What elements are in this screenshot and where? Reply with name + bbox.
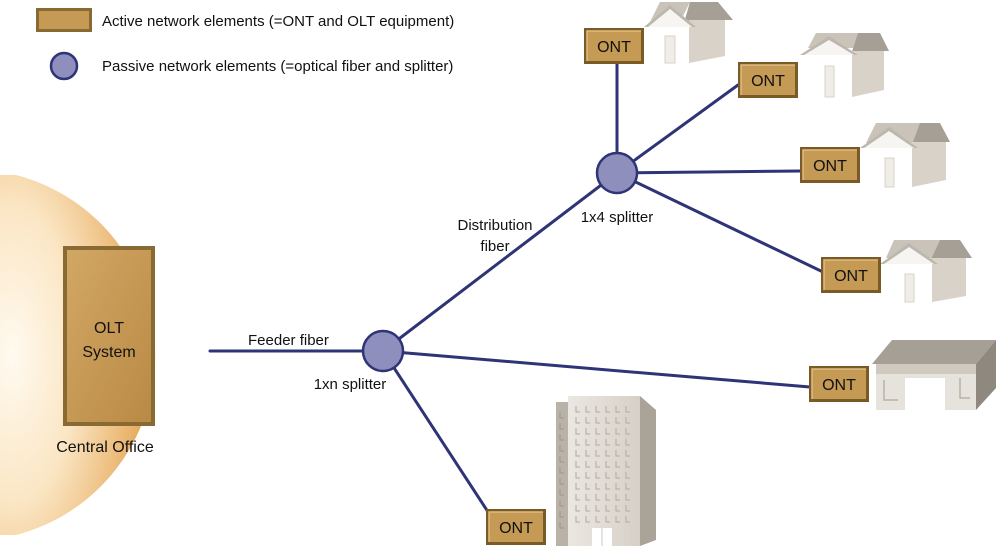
distribution-fiber-label: Distribution xyxy=(457,217,532,234)
ont-label: ONT xyxy=(822,377,856,394)
office-tower-windows xyxy=(559,406,630,529)
olt-label: OLT xyxy=(94,320,124,337)
house-2-icon xyxy=(800,33,889,98)
house-4-icon xyxy=(880,240,972,303)
central-office: OLT System Central Office xyxy=(0,175,156,535)
fiber-line-house-3 xyxy=(615,169,803,175)
central-office-label: Central Office xyxy=(56,439,154,456)
splitter-1xn xyxy=(361,329,405,373)
legend-passive-swatch xyxy=(49,51,79,81)
house-1-icon xyxy=(644,2,733,64)
warehouse-icon xyxy=(872,340,996,410)
ont-label: ONT xyxy=(813,158,847,175)
olt-system: OLT System xyxy=(63,246,155,426)
ont-box-5: ONT xyxy=(809,366,869,402)
distribution-fiber-label-2: fiber xyxy=(480,238,509,255)
legend-active-swatch xyxy=(36,8,92,32)
legend: Active network elements (=ONT and OLT eq… xyxy=(36,8,454,81)
ont-label: ONT xyxy=(597,39,631,56)
fiber-links xyxy=(208,55,825,520)
house-3-icon xyxy=(860,123,950,188)
fiber-line-house-4 xyxy=(615,171,825,274)
ont-label: ONT xyxy=(834,268,868,285)
legend-passive-label: Passive network elements (=optical fiber… xyxy=(102,58,453,75)
ont-box-1: ONT xyxy=(584,28,644,64)
fiber-line-office-tower xyxy=(381,349,494,520)
office-tower-icon xyxy=(556,396,656,546)
ont-box-2: ONT xyxy=(738,62,798,98)
splitter-1x4-label: 1x4 splitter xyxy=(581,209,654,226)
legend-active-label: Active network elements (=ONT and OLT eq… xyxy=(102,13,454,30)
feeder-fiber-label: Feeder fiber xyxy=(248,332,329,349)
ont-devices: ONT ONT ONT ONT ONT ONT xyxy=(486,28,881,545)
fiber-line-house-2 xyxy=(615,83,740,175)
ont-box-6: ONT xyxy=(486,509,546,545)
ont-label: ONT xyxy=(751,73,785,90)
ont-label: ONT xyxy=(499,520,533,537)
fiber-line-warehouse xyxy=(381,349,812,389)
ont-box-3: ONT xyxy=(800,147,860,183)
ont-box-4: ONT xyxy=(821,257,881,293)
distribution-fiber-line xyxy=(381,171,619,353)
splitter-1xn-label: 1xn splitter xyxy=(314,376,387,393)
olt-system-label: System xyxy=(82,344,135,361)
splitter-1x4 xyxy=(595,151,639,195)
